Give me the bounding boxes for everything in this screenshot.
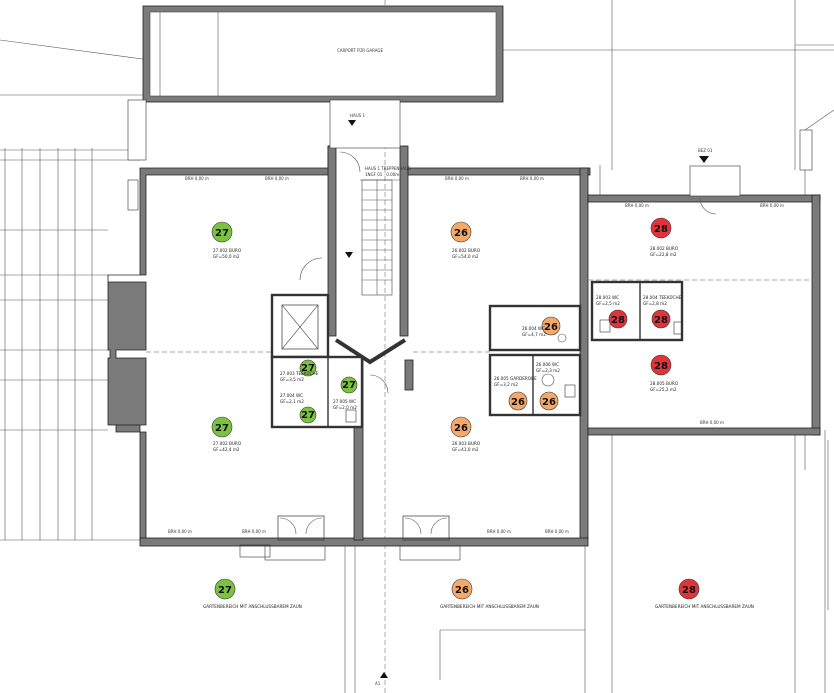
dim-tag-1: BRH 0,00 m	[185, 176, 209, 181]
dimension-chains	[0, 130, 829, 610]
room-28b-area: GF=2,5 m2	[596, 301, 620, 306]
room-27a-area: GF=50,0 m2	[213, 254, 240, 259]
garden-28-label: GARTENBEREICH MIT ANSCHLUSSBAREM ZAUN	[655, 604, 754, 609]
marker-28-c	[651, 309, 671, 329]
marker-26-garden-label: 26	[455, 585, 469, 596]
marker-28-b	[608, 309, 628, 329]
north-arrow-icon	[699, 156, 709, 163]
dim-tag-9: BRH 0,00 m	[242, 529, 266, 534]
room-27e-name: 27.005 WC	[333, 399, 356, 404]
stair-area: 1NGF 01 - 0.00m	[365, 172, 399, 177]
marker-27-c	[299, 359, 317, 377]
marker-27-garden	[214, 578, 236, 600]
room-28a-name: 28.002 BURO	[650, 246, 679, 251]
room-26e-area: GF=2,3 m2	[536, 368, 560, 373]
marker-27-e-label: 27	[301, 410, 315, 421]
garden-26-label: GARTENBEREICH MIT ANSCHLUSSBAREM ZAUN	[440, 604, 539, 609]
room-26b-name: 26.003 BURO	[452, 441, 481, 446]
marker-26-e	[539, 391, 559, 411]
marker-27-d-label: 27	[342, 380, 356, 391]
marker-27-c-label: 27	[301, 363, 315, 374]
room-26b-area: GF=41,0 m2	[452, 447, 479, 452]
room-27d-area: GF=2,1 m2	[280, 399, 304, 404]
marker-27-d	[340, 376, 358, 394]
marker-26-d	[508, 391, 528, 411]
marker-27-b-label: 27	[215, 423, 229, 434]
room-28c-area: GF=2,8 m2	[643, 301, 667, 306]
bottom-label: A1	[375, 681, 381, 686]
room-28a-area: GF=22,8 m2	[650, 252, 677, 257]
room-28d-name: 28.005 BURO	[650, 381, 679, 386]
dim-tag-11: BRH 0,00 m	[545, 529, 569, 534]
grid-marker-icon	[345, 252, 353, 258]
marker-28-garden-label: 28	[682, 585, 696, 596]
marker-28-d-label: 28	[654, 361, 668, 372]
marker-26-b-label: 26	[454, 423, 468, 434]
north-label: BEZ 01	[698, 148, 713, 153]
room-28c-name: 28.004 TEEKÜCHE	[643, 295, 682, 300]
unit-markers: 27 27.002 BURO GF=50,0 m2 27 27.002 BURO…	[203, 217, 754, 609]
dim-tag-8: BRH 0,00 m	[168, 529, 192, 534]
room-26a-name: 26.002 BURO	[452, 248, 481, 253]
marker-26-a	[450, 221, 472, 243]
room-26c-area: GF=4,7 m2	[522, 332, 546, 337]
room-26d-name: 26.005 GARDEROBE	[494, 376, 537, 381]
marker-26-b	[450, 416, 472, 438]
marker-27-b	[211, 416, 233, 438]
marker-28-garden	[678, 578, 700, 600]
bottom-arrow-icon	[380, 672, 388, 678]
dim-tag-5: BRH 0,00 m	[625, 203, 649, 208]
stair-entry-label: HAUS 1	[350, 113, 365, 118]
room-27e-area: GF=2,0 m2	[333, 405, 357, 410]
room-27b-name: 27.002 BURO	[213, 441, 242, 446]
marker-28-a	[650, 217, 672, 239]
marker-26-d-label: 26	[511, 397, 525, 408]
dim-tag-2: BRH 0,00 m	[265, 176, 289, 181]
room-27d-name: 27.004 WC	[280, 393, 303, 398]
marker-26-garden	[451, 578, 473, 600]
dim-tag-10: BRH 0,00 m	[487, 529, 511, 534]
marker-26-c-label: 26	[544, 322, 558, 333]
marker-26-e-label: 26	[542, 397, 556, 408]
marker-28-d	[650, 354, 672, 376]
room-28d-area: GF=25,2 m2	[650, 387, 677, 392]
dim-tag-7: BRH 0,00 m	[700, 420, 724, 425]
dim-tag-6: BRH 0,00 m	[760, 203, 784, 208]
dim-tag-4: BRH 0,00 m	[520, 176, 544, 181]
marker-28-a-label: 28	[654, 224, 668, 235]
marker-28-c-label: 28	[654, 315, 668, 326]
marker-26-c	[541, 316, 561, 336]
room-27c-name: 27.003 TEEKÜCHE	[280, 371, 319, 376]
room-26d-area: GF=3,2 m2	[494, 382, 518, 387]
marker-28-b-label: 28	[611, 315, 625, 326]
marker-27-a-label: 27	[215, 228, 229, 239]
building-walls	[107, 99, 821, 547]
room-28b-name: 28.003 WC	[596, 295, 619, 300]
carport-label: CARPORT FÜR GARAGE	[337, 48, 384, 53]
dim-tag-3: BRH 0,00 m	[445, 176, 469, 181]
carport: CARPORT FÜR GARAGE	[142, 5, 504, 103]
marker-27-garden-label: 27	[218, 585, 232, 596]
room-27a-name: 27.002 BURO	[213, 248, 242, 253]
marker-26-a-label: 26	[454, 228, 468, 239]
room-27c-area: GF=3,5 m2	[280, 377, 304, 382]
room-27b-area: GF=42,4 m2	[213, 447, 240, 452]
entry-arrow-icon	[348, 120, 356, 126]
stair-label: HAUS 1 TREPPENHAUS	[365, 166, 411, 171]
room-26c-name: 26.004 WC	[522, 326, 545, 331]
room-26e-name: 26.006 WC	[536, 362, 559, 367]
marker-27-a	[211, 221, 233, 243]
plan-text: HAUS 1 HAUS 1 TREPPENHAUS 1NGF 01 - 0.00…	[168, 113, 784, 686]
interior-walls	[146, 151, 812, 561]
garden-27-label: GARTENBEREICH MIT ANSCHLUSSBAREM ZAUN	[203, 604, 302, 609]
marker-27-e	[299, 406, 317, 424]
room-26a-area: GF=54,0 m2	[452, 254, 479, 259]
